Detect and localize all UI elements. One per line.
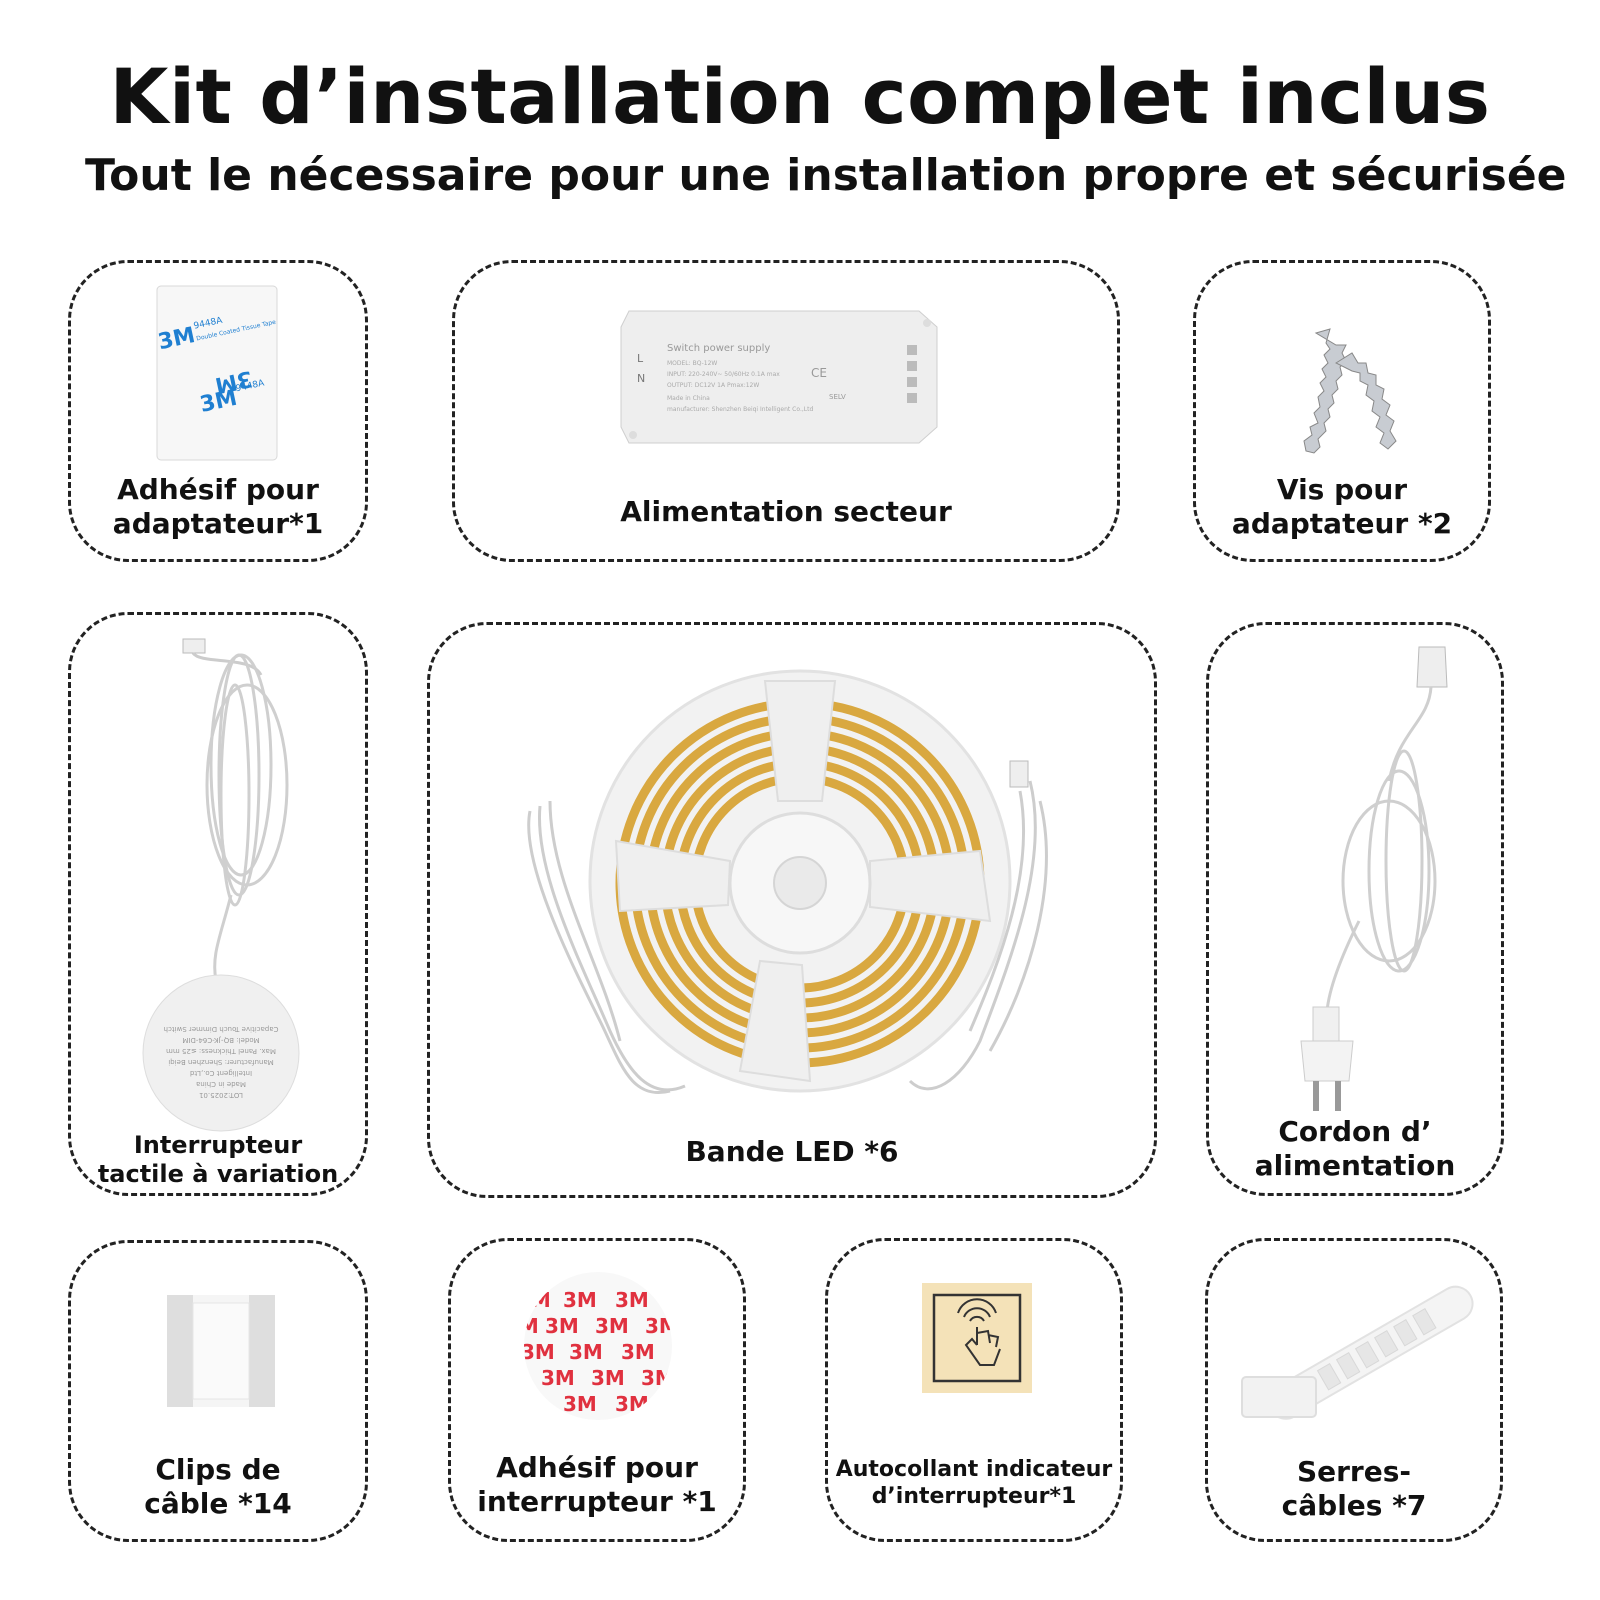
svg-text:3M: 3M (641, 1366, 673, 1390)
item-card-switch-adhesive: 3M 3M 3M 3M 3M 3M 3M 3M 3M 3M 3M 3M 3M 3… (448, 1238, 746, 1542)
svg-text:Switch power supply: Switch power supply (667, 343, 770, 354)
item-label: Alimentation secteur (620, 495, 952, 528)
svg-text:3M: 3M (523, 1288, 551, 1312)
svg-text:SELV: SELV (829, 393, 846, 401)
svg-text:CE: CE (811, 366, 827, 380)
svg-text:3M: 3M (563, 1392, 597, 1416)
led-reel-icon (510, 661, 1080, 1121)
svg-text:Intelligent Co.,Ltd: Intelligent Co.,Ltd (190, 1069, 252, 1077)
svg-text:N: N (637, 372, 645, 385)
svg-text:Manufacturer: Shenzhen Beiqi: Manufacturer: Shenzhen Beiqi (168, 1058, 274, 1066)
svg-text:3M: 3M (615, 1288, 649, 1312)
item-card-adapter-adhesive: 3M 9448A Double Coated Tissue Tape 3M 94… (68, 260, 368, 562)
screw-icon (1296, 323, 1406, 463)
3m-disc-icon: 3M 3M 3M 3M 3M 3M 3M 3M 3M 3M 3M 3M 3M 3… (523, 1271, 673, 1421)
svg-text:3M: 3M (645, 1314, 673, 1338)
item-card-cable-ties: Serres-câbles *7 (1205, 1238, 1503, 1542)
svg-text:Model: BQ-JK-C64-DIM: Model: BQ-JK-C64-DIM (182, 1036, 259, 1044)
page-title: Kit d’installation complet inclus (109, 52, 1491, 141)
cable-tie-icon (1236, 1281, 1486, 1431)
power-supply-icon: L N Switch power supply MODEL: BQ-12W IN… (619, 307, 941, 447)
svg-text:manufacturer: Shenzhen Beiqi I: manufacturer: Shenzhen Beiqi Intelligent… (667, 406, 813, 413)
cable-clip-icon (167, 1295, 275, 1407)
touch-dimmer-icon: LOT:2025.01 Made in China Intelligent Co… (111, 635, 331, 1135)
svg-text:3M: 3M (545, 1314, 579, 1338)
page-subtitle: Tout le nécessaire pour une installation… (85, 150, 1567, 201)
svg-text:Capacitive Touch Dimmer Switch: Capacitive Touch Dimmer Switch (164, 1025, 279, 1033)
svg-text:3M: 3M (563, 1288, 597, 1312)
item-card-power-supply: L N Switch power supply MODEL: BQ-12W IN… (452, 260, 1120, 562)
item-card-led-strip: Bande LED *6 (427, 622, 1157, 1198)
touch-sticker-icon (922, 1283, 1032, 1393)
svg-text:LOT:2025.01: LOT:2025.01 (199, 1091, 243, 1099)
power-plug-icon (1249, 641, 1469, 1121)
svg-text:3M: 3M (541, 1366, 575, 1390)
svg-text:3M: 3M (621, 1340, 655, 1364)
svg-text:3M: 3M (523, 1314, 539, 1338)
svg-text:3M: 3M (615, 1392, 649, 1416)
item-label: Bande LED *6 (685, 1135, 899, 1168)
svg-text:Max. Panel Thickness: ≤25 mm: Max. Panel Thickness: ≤25 mm (166, 1047, 276, 1055)
svg-text:INPUT: 220-240V~ 50/60Hz 0.1A: INPUT: 220-240V~ 50/60Hz 0.1A max (667, 371, 780, 378)
item-card-power-cord: Cordon d’alimentation (1206, 622, 1504, 1196)
svg-text:3M: 3M (595, 1314, 629, 1338)
svg-text:MODEL: BQ-12W: MODEL: BQ-12W (667, 360, 717, 367)
item-label: Cordon d’alimentation (1254, 1115, 1456, 1183)
svg-text:3M: 3M (569, 1340, 603, 1364)
item-label: Serres-câbles *7 (1281, 1455, 1427, 1523)
3m-tape-icon: 3M 9448A Double Coated Tissue Tape 3M 94… (154, 283, 280, 463)
svg-text:3M: 3M (591, 1366, 625, 1390)
svg-text:Made in China: Made in China (667, 395, 710, 402)
svg-text:L: L (637, 352, 644, 365)
svg-text:3M: 3M (523, 1340, 555, 1364)
svg-text:Made in China: Made in China (196, 1080, 246, 1088)
item-card-touch-dimmer: LOT:2025.01 Made in China Intelligent Co… (68, 612, 368, 1196)
svg-text:OUTPUT: DC12V 1A Pmax:12W: OUTPUT: DC12V 1A Pmax:12W (667, 382, 759, 389)
